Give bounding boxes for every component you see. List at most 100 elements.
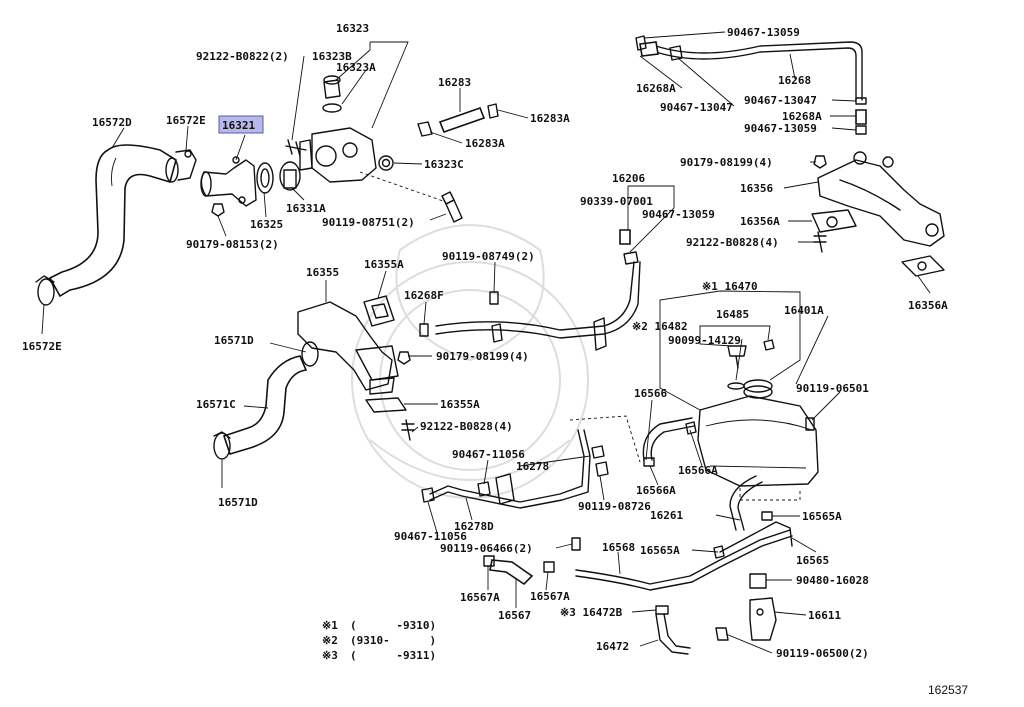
label-92122-b0822[interactable]: 92122-B0822(2) (196, 50, 289, 63)
label-16571d-a[interactable]: 16571D (214, 334, 254, 347)
gasket-16355a-top[interactable] (363, 295, 395, 327)
clamp-16283a-1[interactable] (487, 103, 499, 119)
clamp-90467-13059-right[interactable] (855, 125, 867, 135)
clamp-16565a-a[interactable] (761, 511, 773, 521)
label-90119-06466[interactable]: 90119-06466(2) (440, 542, 533, 555)
clamp-90467-13059-top[interactable] (635, 35, 647, 51)
clamp-16283a-2[interactable] (417, 121, 433, 137)
label-90119-08749[interactable]: 90119-08749(2) (442, 250, 535, 263)
label-16565[interactable]: 16565 (796, 554, 829, 567)
label-90467-11056-a[interactable]: 90467-11056 (452, 448, 525, 461)
label-90099-14129[interactable]: 90099-14129 (668, 334, 741, 347)
label-90467-13059-c[interactable]: 90467-13059 (642, 208, 715, 221)
label-90467-13059-b[interactable]: 90467-13059 (744, 122, 817, 135)
label-90179-08199-b[interactable]: 90179-08199(4) (436, 350, 529, 363)
plug-16268f[interactable] (419, 323, 429, 337)
label-16566a-a[interactable]: 16566A (678, 464, 718, 477)
hose-90339-07001[interactable] (619, 229, 631, 245)
nut-90179-08153[interactable] (211, 203, 225, 217)
clamp-16571d-top[interactable] (301, 341, 319, 367)
label-16485[interactable]: 16485 (716, 308, 749, 321)
label-16355a-b[interactable]: 16355A (440, 398, 480, 411)
label-16331a[interactable]: 16331A (286, 202, 326, 215)
label-92122-b0828-b[interactable]: 92122-B0828(4) (420, 420, 513, 433)
label-16567[interactable]: 16567 (498, 609, 531, 622)
label-16323c[interactable]: 16323C (424, 158, 464, 171)
bolt-90119-06500[interactable] (715, 627, 729, 641)
gasket-16356a-top[interactable] (811, 209, 857, 233)
bracket-16611[interactable] (749, 597, 777, 641)
label-16566[interactable]: 16566 (634, 387, 667, 400)
clamp-16566a-b[interactable] (643, 457, 655, 467)
label-16571d-b[interactable]: 16571D (218, 496, 258, 509)
clamp-16566a-a[interactable] (685, 421, 697, 435)
gasket-16323a[interactable] (322, 103, 342, 113)
label-16283a-2[interactable]: 16283A (465, 137, 505, 150)
bracket-16278d[interactable] (495, 473, 515, 505)
housing-16355[interactable] (297, 301, 399, 395)
clamp-16572e-top[interactable] (175, 149, 197, 181)
label-16283[interactable]: 16283 (438, 76, 471, 89)
hose-16268a-right[interactable] (855, 109, 867, 125)
label-16356[interactable]: 16356 (740, 182, 773, 195)
label-16283a-1[interactable]: 16283A (530, 112, 570, 125)
label-16472[interactable]: 16472 (596, 640, 629, 653)
hose-16567[interactable] (489, 559, 534, 586)
label-16268[interactable]: 16268 (778, 74, 811, 87)
gasket-90099-14129[interactable] (727, 382, 745, 390)
label-90467-13059-a[interactable]: 90467-13059 (727, 26, 800, 39)
label-16323[interactable]: 16323 (336, 22, 369, 35)
label-90179-08199-a[interactable]: 90179-08199(4) (680, 156, 773, 169)
label-16572e-bottom[interactable]: 16572E (22, 340, 62, 353)
clamp-16278[interactable] (591, 445, 605, 459)
hose-16566[interactable] (642, 417, 695, 461)
label-16470[interactable]: ※1 16470 (702, 280, 758, 293)
label-90467-11056-b[interactable]: 90467-11056 (394, 530, 467, 543)
clamp-90467-13047-a[interactable] (669, 45, 683, 61)
clamp-90467-11056-b[interactable] (421, 487, 435, 503)
label-90119-08726[interactable]: 90119-08726 (578, 500, 651, 513)
plug-16323b[interactable] (323, 75, 341, 99)
water-outlet-16323[interactable] (299, 127, 377, 183)
hose-16572d[interactable] (48, 144, 179, 298)
label-16278[interactable]: 16278 (516, 460, 549, 473)
label-16323b[interactable]: 16323B (312, 50, 352, 63)
bolt-90119-08749[interactable] (489, 291, 499, 305)
label-16567a-b[interactable]: 16567A (530, 590, 570, 603)
bolt-90119-06501[interactable] (805, 417, 815, 431)
hose-16571c[interactable] (222, 355, 308, 455)
nut-90179-08199-top[interactable] (813, 155, 827, 169)
hose-16261[interactable] (729, 475, 763, 531)
label-16261[interactable]: 16261 (650, 509, 683, 522)
label-90467-13047-a[interactable]: 90467-13047 (660, 101, 733, 114)
clamp-16565a-b[interactable] (713, 545, 725, 559)
cap-16485[interactable] (727, 345, 747, 369)
label-16567a-a[interactable]: 16567A (460, 591, 500, 604)
pipe-16206[interactable] (435, 261, 641, 339)
label-16278d[interactable]: 16278D (454, 520, 494, 533)
hose-16268a-top[interactable] (639, 41, 659, 57)
hose-16472[interactable] (655, 613, 691, 655)
label-16565a-b[interactable]: 16565A (640, 544, 680, 557)
clamp-90467-13059-mid[interactable] (623, 251, 639, 265)
label-16571c[interactable]: 16571C (196, 398, 236, 411)
thermostat-16331a[interactable] (279, 161, 301, 191)
label-16566a-b[interactable]: 16566A (636, 484, 676, 497)
clamp-16567a-a[interactable] (483, 555, 495, 567)
label-90480-16028[interactable]: 90480-16028 (796, 574, 869, 587)
gasket-16356a-right[interactable] (901, 255, 945, 277)
label-16401a[interactable]: 16401A (784, 304, 824, 317)
label-16321[interactable]: 16321 (222, 119, 255, 132)
label-16268a-a[interactable]: 16268A (636, 82, 676, 95)
gasket-16323c[interactable] (378, 155, 394, 171)
hose-16565[interactable] (719, 521, 793, 553)
bolt-90119-08726[interactable] (595, 461, 609, 477)
label-90119-06501[interactable]: 90119-06501 (796, 382, 869, 395)
hose-16268[interactable] (655, 41, 863, 101)
label-16325[interactable]: 16325 (250, 218, 283, 231)
hose-16283[interactable] (438, 106, 486, 134)
label-16323a[interactable]: 16323A (336, 61, 376, 74)
label-90339-07001[interactable]: 90339-07001 (580, 195, 653, 208)
clamp-16472b[interactable] (655, 605, 669, 615)
water-inlet-16321[interactable] (200, 156, 257, 207)
